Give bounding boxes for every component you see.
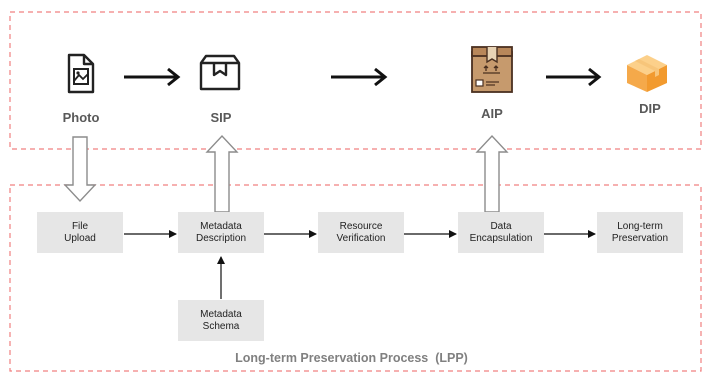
hollow-arrow-photo-to-upload bbox=[63, 136, 97, 203]
aip-label: AIP bbox=[481, 106, 503, 121]
step-line2: Description bbox=[195, 232, 247, 244]
orange-box-icon bbox=[627, 55, 667, 92]
metadata-schema-box: Metadata Schema bbox=[178, 300, 264, 341]
process-region-border bbox=[9, 184, 702, 372]
step-file-upload: File Upload bbox=[37, 212, 123, 253]
schema-line1: Metadata bbox=[200, 308, 242, 320]
hollow-arrow-encapsulation-to-aip bbox=[475, 134, 509, 213]
step-line1: Metadata bbox=[200, 220, 242, 232]
cardboard-box-icon bbox=[471, 46, 513, 93]
step-line1: Data bbox=[490, 220, 512, 232]
photo-label: Photo bbox=[62, 110, 100, 125]
step-data-encapsulation: Data Encapsulation bbox=[458, 212, 544, 253]
step-metadata-description: Metadata Description bbox=[178, 212, 264, 253]
step-resource-verification: Resource Verification bbox=[318, 212, 404, 253]
step-line2: Verification bbox=[336, 232, 386, 244]
sip-label: SIP bbox=[210, 110, 232, 125]
hollow-arrow-description-to-sip bbox=[205, 134, 239, 213]
process-caption: Long-term Preservation Process (LPP) bbox=[235, 351, 468, 365]
step-line1: File bbox=[71, 220, 89, 232]
package-box-icon bbox=[199, 54, 241, 91]
step-line2: Preservation bbox=[611, 232, 669, 244]
step-line2: Upload bbox=[64, 232, 96, 244]
artifact-region-border bbox=[9, 11, 702, 150]
step-line2: Encapsulation bbox=[469, 232, 533, 244]
photo-file-icon bbox=[67, 53, 95, 94]
step-line1: Resource bbox=[339, 220, 383, 232]
step-long-term-preservation: Long-term Preservation bbox=[597, 212, 683, 253]
schema-line2: Schema bbox=[202, 320, 240, 332]
dip-label: DIP bbox=[639, 101, 661, 116]
step-line1: Long-term bbox=[617, 220, 663, 232]
